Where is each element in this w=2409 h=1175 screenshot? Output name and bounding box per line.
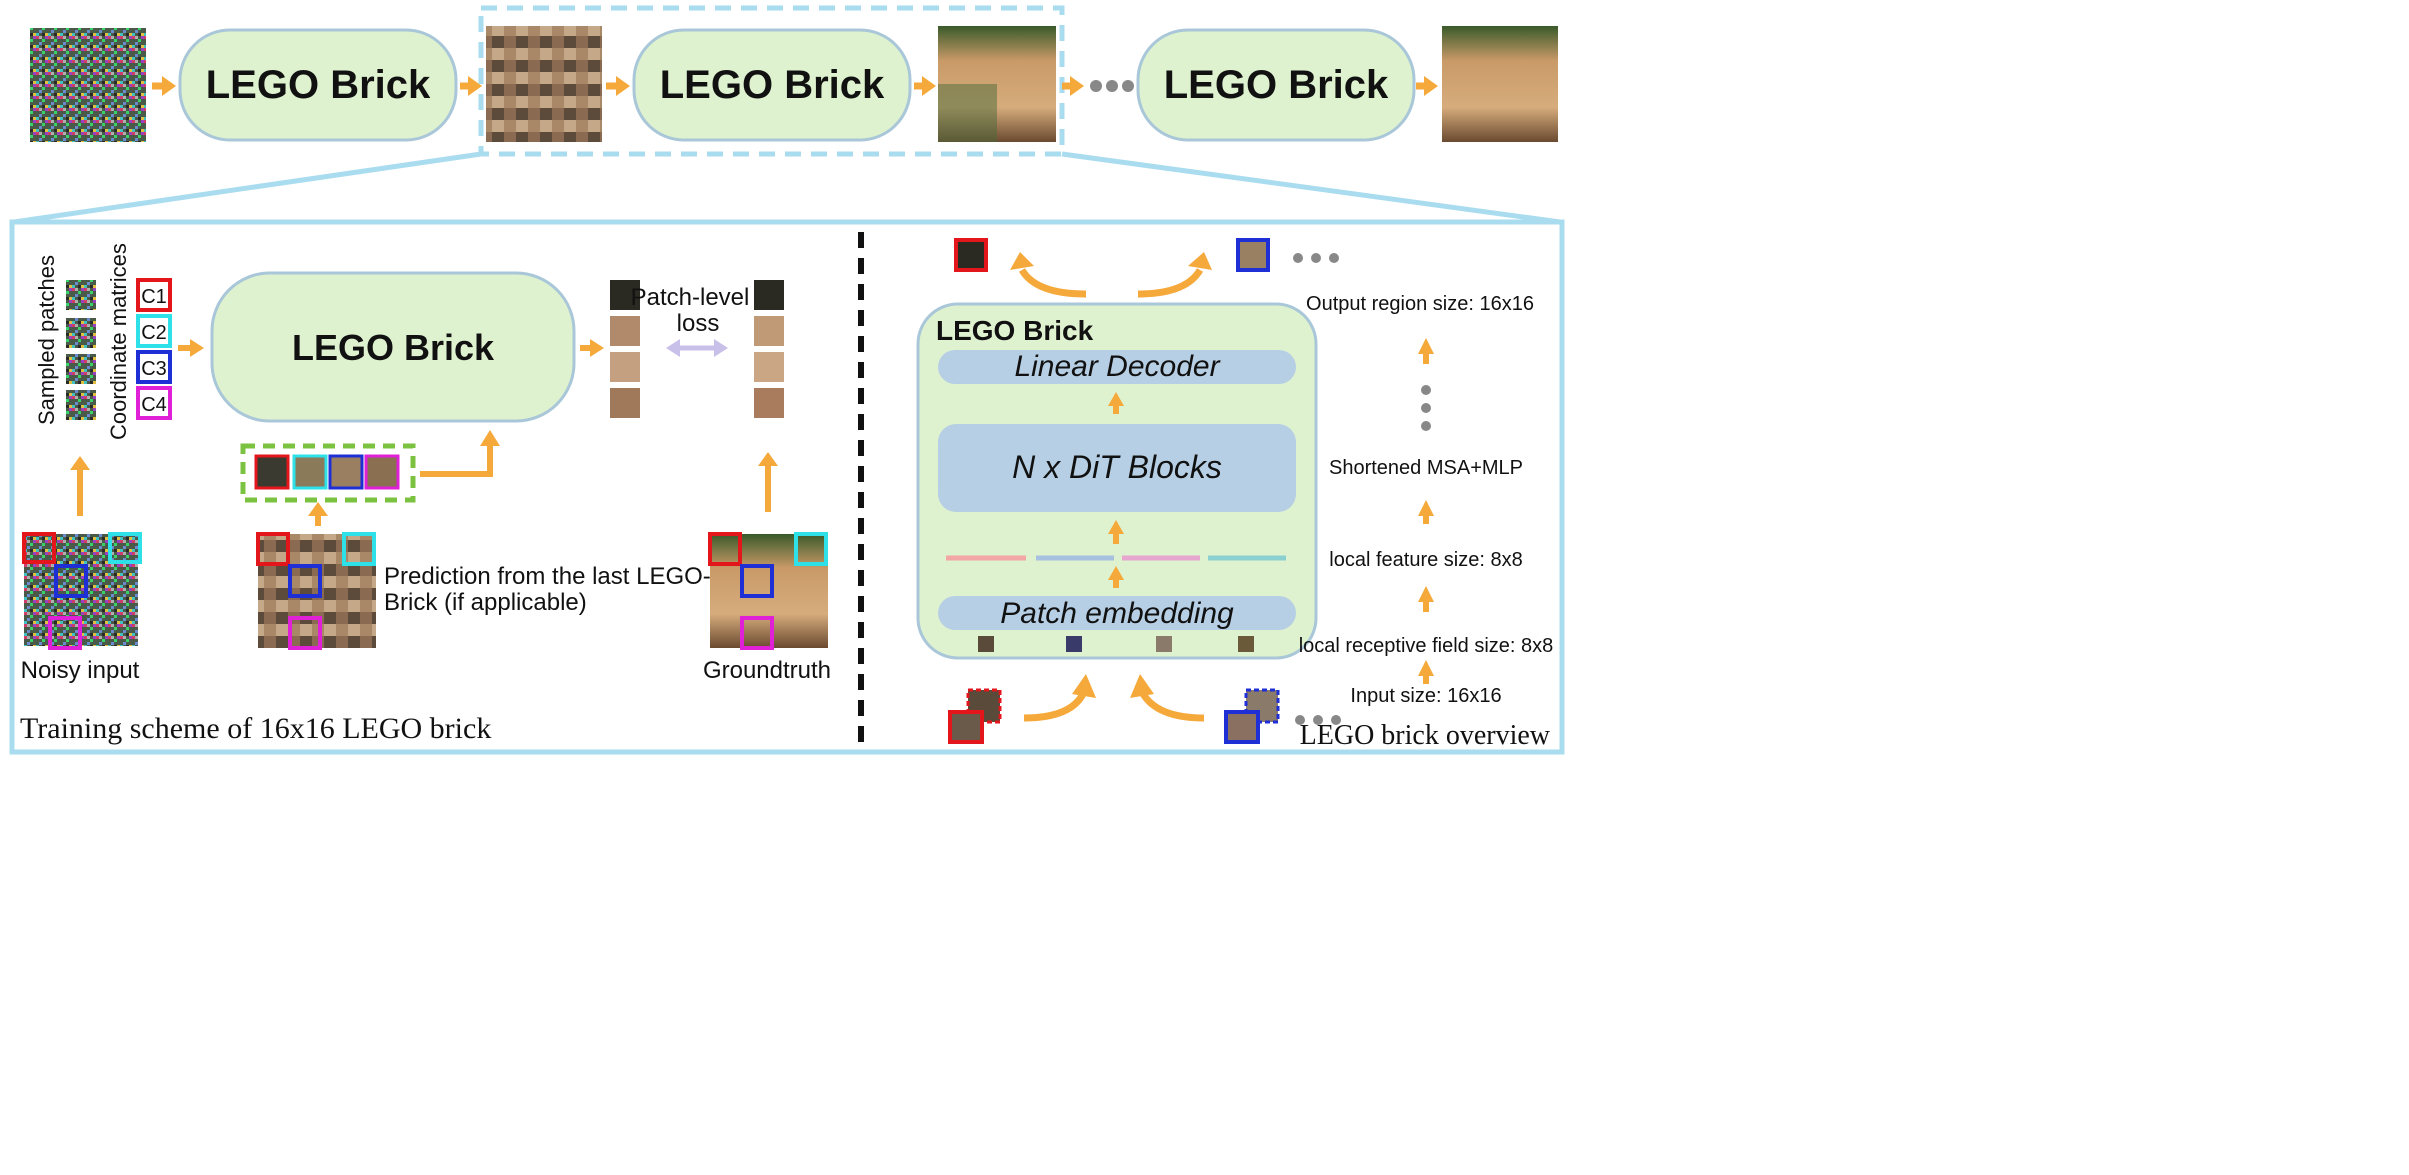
arrow-icon bbox=[1108, 520, 1124, 544]
prediction-line1: Prediction from the last LEGO- bbox=[384, 563, 711, 590]
brick-overview: LEGO Brick Linear Decoder N x DiT Blocks… bbox=[916, 238, 1554, 751]
pipeline-brick-3-label: LEGO Brick bbox=[1164, 63, 1389, 107]
clean-dog-image bbox=[1442, 26, 1558, 142]
arrow-icon bbox=[1418, 586, 1434, 612]
pipeline-brick-3 bbox=[1136, 28, 1416, 142]
noisy-input-label: Noisy input bbox=[21, 657, 140, 684]
zoom-selection-box bbox=[478, 5, 1065, 157]
training-brick-label: LEGO Brick bbox=[292, 327, 495, 368]
pipeline-brick-2 bbox=[632, 28, 912, 142]
coordinate-boxes: C1 C2 C3 C4 bbox=[136, 278, 172, 420]
arrow-icon bbox=[1108, 392, 1124, 414]
arrow-icon bbox=[1418, 660, 1434, 684]
shortened-label: Shortened MSA+MLP bbox=[1329, 457, 1523, 479]
arrow-icon bbox=[1062, 76, 1084, 96]
sampled-patches bbox=[66, 280, 96, 420]
training-brick bbox=[210, 271, 576, 423]
arrow-icon bbox=[914, 76, 936, 96]
input-size-label: Input size: 16x16 bbox=[1350, 685, 1501, 707]
ellipsis-icon bbox=[1295, 715, 1341, 725]
prediction-line2: Brick (if applicable) bbox=[384, 589, 587, 616]
predicted-patches bbox=[610, 280, 640, 418]
curved-arrow-icon bbox=[1130, 674, 1205, 722]
vertical-ellipsis-icon bbox=[1421, 385, 1431, 431]
groundtruth-label: Groundtruth bbox=[703, 657, 831, 684]
pipeline-brick-1-label: LEGO Brick bbox=[206, 63, 431, 107]
output-patch-red bbox=[954, 238, 988, 272]
ellipsis-icon bbox=[1090, 80, 1134, 92]
prior-patches-box bbox=[240, 443, 416, 503]
arrow-icon bbox=[420, 430, 500, 477]
arrow-icon bbox=[758, 452, 778, 512]
zoom-lines bbox=[13, 151, 1561, 225]
patch-loss-line1: Patch-level bbox=[631, 284, 750, 311]
pixelated-image bbox=[486, 26, 602, 142]
curved-arrow-icon bbox=[1137, 252, 1212, 298]
pipeline-brick-2-label: LEGO Brick bbox=[660, 63, 885, 107]
arrow-icon bbox=[308, 502, 328, 526]
ellipsis-icon bbox=[1293, 253, 1339, 263]
curved-arrow-icon bbox=[1010, 252, 1087, 298]
curved-arrow-icon bbox=[1023, 674, 1096, 722]
training-scheme: Sampled patches Coordinate matrices C1 C… bbox=[20, 243, 831, 745]
arrow-icon bbox=[1418, 338, 1434, 364]
input-patch-red bbox=[948, 688, 1002, 744]
linear-decoder-block bbox=[938, 350, 1296, 384]
arrow-icon bbox=[1416, 76, 1438, 96]
dit-blocks bbox=[938, 424, 1296, 512]
sampled-patches-label: Sampled patches bbox=[34, 255, 59, 425]
coordinate-matrices-label: Coordinate matrices bbox=[106, 243, 131, 440]
coord-c4: C4 bbox=[141, 394, 167, 416]
pipeline-brick-1 bbox=[178, 28, 458, 142]
noisy-image bbox=[30, 28, 146, 142]
groundtruth-image bbox=[710, 534, 828, 648]
arrow-icon bbox=[1108, 566, 1124, 588]
input-tokens bbox=[978, 636, 1254, 652]
output-patch-blue bbox=[1236, 238, 1270, 272]
prior-prediction-image bbox=[258, 534, 376, 648]
groundtruth-patches bbox=[754, 280, 784, 418]
training-caption: Training scheme of 16x16 LEGO brick bbox=[20, 712, 491, 745]
output-region-label: Output region size: 16x16 bbox=[1306, 293, 1534, 315]
dit-blocks-label: N x DiT Blocks bbox=[1012, 449, 1222, 485]
detail-panel bbox=[9, 219, 1565, 755]
arrow-icon bbox=[580, 339, 604, 357]
patch-embedding-label: Patch embedding bbox=[1000, 597, 1234, 630]
pipeline: LEGO Brick LEGO Brick LEGO Brick bbox=[30, 5, 1558, 157]
input-patch-blue bbox=[1224, 688, 1280, 744]
arrow-icon bbox=[178, 339, 204, 357]
arrow-icon bbox=[70, 456, 90, 516]
coord-c1: C1 bbox=[141, 286, 167, 308]
arrow-icon bbox=[1418, 500, 1434, 524]
arrow-icon bbox=[152, 76, 176, 96]
overview-caption: LEGO brick overview bbox=[1300, 720, 1551, 751]
linear-decoder-label: Linear Decoder bbox=[1014, 350, 1220, 383]
arrow-icon bbox=[460, 76, 482, 96]
overview-brick-title: LEGO Brick bbox=[936, 315, 1094, 346]
local-feature-label: local feature size: 8x8 bbox=[1329, 549, 1522, 571]
double-arrow-icon bbox=[666, 339, 728, 357]
receptive-field-label: local receptive field size: 8x8 bbox=[1299, 635, 1554, 657]
patch-embedding-block bbox=[938, 596, 1296, 630]
coord-c3: C3 bbox=[141, 358, 167, 380]
patch-loss-line2: loss bbox=[677, 310, 720, 337]
coord-c2: C2 bbox=[141, 322, 167, 344]
arrow-icon bbox=[606, 76, 630, 96]
